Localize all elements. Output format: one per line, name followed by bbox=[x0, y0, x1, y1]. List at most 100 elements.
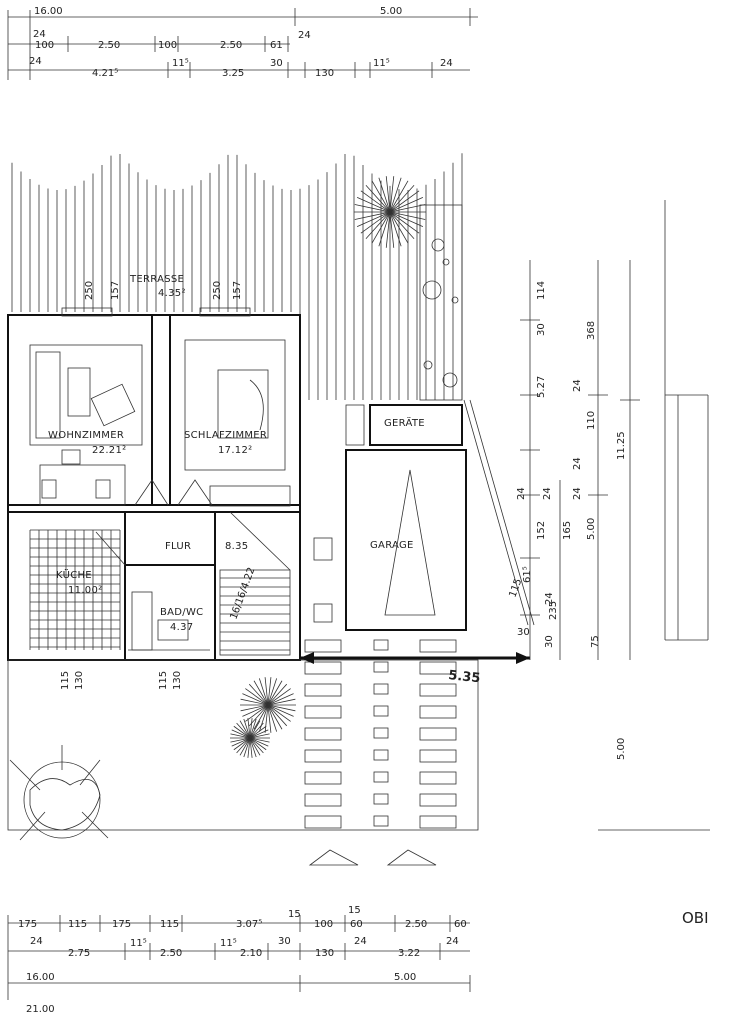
terrace-dim-b: 157 bbox=[110, 281, 121, 300]
right-dim-lower: 5.00 bbox=[616, 738, 627, 760]
right-dimension-chains bbox=[520, 200, 710, 831]
edge-text: OBI bbox=[682, 909, 709, 927]
bedroom-label: SCHLAFZIMMER bbox=[184, 430, 267, 441]
hallway-detail bbox=[95, 479, 291, 571]
kitchen-tiles bbox=[29, 529, 121, 650]
kitchen-area: 11.00² bbox=[68, 585, 102, 596]
bottom-dimension-chains bbox=[7, 915, 471, 1000]
bottom-dim-r1-10: 2.50 bbox=[405, 919, 427, 930]
right-dim-18: 368 bbox=[586, 321, 597, 340]
right-dim-17: 24 bbox=[572, 487, 583, 500]
shed-label: GERÄTE bbox=[384, 416, 425, 429]
bottom-dim-r2-2: 2.75 bbox=[68, 948, 90, 959]
right-dim-5: 110 bbox=[586, 411, 597, 430]
kitchen-label: KÜCHE bbox=[56, 568, 92, 581]
garden-bed bbox=[419, 204, 463, 401]
bath-label: BAD/WC bbox=[160, 607, 203, 618]
front-dim-d: 130 bbox=[172, 671, 183, 690]
bottom-dim-r2-10: 3.22 bbox=[398, 948, 420, 959]
right-dim-3: 5.27 bbox=[536, 376, 547, 398]
right-dim-10: 61⁵ bbox=[522, 566, 533, 583]
bottom-dim-r1-2: 115 bbox=[68, 919, 87, 930]
bottom-dim-r1-11: 60 bbox=[454, 919, 467, 930]
front-dim-a: 115 bbox=[60, 671, 71, 690]
top-dim-r3-2: 4.21⁵ bbox=[92, 68, 118, 79]
terrace-dim-d: 157 bbox=[232, 281, 243, 300]
right-dim-8: 152 bbox=[536, 521, 547, 540]
garage-building bbox=[313, 399, 535, 631]
top-dim-r2-5: 2.50 bbox=[220, 40, 242, 51]
plant-symbol bbox=[230, 176, 426, 758]
top-dim-r3-4: 3.25 bbox=[222, 68, 244, 79]
bath-area: 4.37 bbox=[170, 622, 193, 633]
bottom-dim-r1-7: 100 bbox=[314, 919, 333, 930]
right-dimension-labels: 114 30 5.27 24 110 24 24 152 24 61⁵ 235 … bbox=[516, 281, 627, 760]
right-dim-4: 24 bbox=[572, 379, 583, 392]
bottom-dim-r1-6: 15 bbox=[288, 909, 301, 920]
entrance-markers bbox=[308, 849, 437, 866]
right-dim-1: 114 bbox=[536, 281, 547, 300]
right-dim-9: 24 bbox=[542, 487, 553, 500]
top-dim-r3-7: 11⁵ bbox=[373, 58, 390, 69]
right-dim-14: 24 bbox=[544, 592, 555, 605]
bedroom-furniture bbox=[184, 339, 291, 507]
bottom-dim-r1-9: 60 bbox=[350, 919, 363, 930]
bottom-dim-r2-9: 24 bbox=[354, 936, 367, 947]
right-dim-13: 75 bbox=[590, 635, 601, 648]
terrace-decking-hatch bbox=[11, 153, 463, 400]
terrace-dim-a: 250 bbox=[84, 281, 95, 300]
driveway-pavers bbox=[304, 639, 457, 829]
handwritten-value: 5.35 bbox=[448, 668, 481, 686]
diag-dim-b: 30 bbox=[517, 627, 530, 638]
bottom-dim-r2-4: 2.50 bbox=[160, 948, 182, 959]
top-dim-r2-3: 2.50 bbox=[98, 40, 120, 51]
bottom-dim-r1-8: 15 bbox=[348, 905, 361, 916]
top-dimension-labels: 16.00 5.00 24 100 2.50 100 2.50 61 24 24… bbox=[29, 6, 453, 79]
top-dim-r3-1: 24 bbox=[29, 56, 42, 67]
right-dim-19: 11.25 bbox=[616, 431, 627, 460]
hall-label: FLUR bbox=[165, 541, 191, 552]
top-dim-r3-5: 30 bbox=[270, 58, 283, 69]
bottom-dim-r2-1: 24 bbox=[30, 936, 43, 947]
bathroom-fixtures bbox=[128, 591, 210, 651]
top-dim-r3-3: 11⁵ bbox=[172, 58, 189, 69]
bottom-dim-r1-3: 175 bbox=[112, 919, 131, 930]
front-dim-c: 115 bbox=[158, 671, 169, 690]
top-dim-r2-1: 24 bbox=[33, 29, 46, 40]
top-dim-r2-4: 100 bbox=[158, 40, 177, 51]
tree-symbol bbox=[9, 745, 109, 841]
top-dim-r3-6: 130 bbox=[315, 68, 334, 79]
living-room-furniture bbox=[29, 344, 143, 506]
house-walls bbox=[7, 307, 301, 661]
bottom-dim-r2-7: 30 bbox=[278, 936, 291, 947]
bottom-dim-r1-5: 3.07⁵ bbox=[236, 919, 262, 930]
top-dim-garage: 5.00 bbox=[380, 6, 402, 17]
bottom-dim-r2-3: 11⁵ bbox=[130, 938, 147, 949]
front-dimension-labels: 115 130 115 130 bbox=[60, 671, 183, 690]
terrace-label: TERRASSE bbox=[129, 274, 184, 285]
top-dim-r2-6: 61 bbox=[270, 40, 283, 51]
right-dim-7: 24 bbox=[516, 487, 527, 500]
top-dim-r2-7: 24 bbox=[298, 30, 311, 41]
front-dim-b: 130 bbox=[74, 671, 85, 690]
staircase bbox=[219, 569, 291, 656]
right-dim-16: 5.00 bbox=[586, 518, 597, 540]
site-boundary bbox=[7, 659, 479, 831]
hall-area: 8.35 bbox=[225, 541, 248, 552]
bottom-dimension-labels: 175 115 175 115 3.07⁵ 15 100 15 60 2.50 … bbox=[18, 905, 467, 1015]
right-dim-11: 235 bbox=[548, 601, 559, 620]
right-dim-2: 30 bbox=[536, 323, 547, 336]
top-dim-r3-8: 24 bbox=[440, 58, 453, 69]
garage-label: GARAGE bbox=[370, 540, 414, 551]
stairs-label: 16/16/4.22 bbox=[228, 566, 257, 621]
bottom-dim-r1-4: 115 bbox=[160, 919, 179, 930]
bedroom-area: 17.12² bbox=[218, 445, 252, 456]
bottom-dim-r1-1: 175 bbox=[18, 919, 37, 930]
handwritten-dimension: 5.35 115 30 bbox=[300, 577, 530, 686]
bottom-dim-r3-2: 5.00 bbox=[394, 972, 416, 983]
bottom-dim-r3-1: 16.00 bbox=[26, 972, 55, 983]
top-dim-r2-2: 100 bbox=[35, 40, 54, 51]
bottom-dim-r2-11: 24 bbox=[446, 936, 459, 947]
bottom-dim-r2-6: 2.10 bbox=[240, 948, 262, 959]
